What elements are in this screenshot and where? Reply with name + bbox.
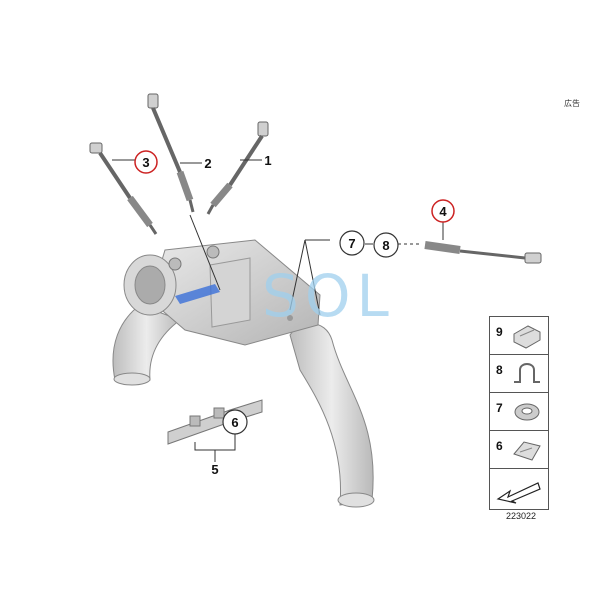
legend-item-9-label: 9 [496,325,503,339]
oxygen-sensor-2 [147,93,195,213]
legend-item-8-label: 8 [496,363,503,377]
legend-arrow [490,469,548,507]
ad-label: 広告 [564,99,580,108]
catalytic-converter [123,239,321,346]
parts-legend: 9 8 7 6 [489,316,549,510]
inlet-pipe [112,304,182,386]
drawing-number: 223022 [506,511,537,521]
callout-1-label[interactable]: 1 [264,153,271,168]
callout-6-label: 6 [231,415,238,430]
legend-item-6[interactable]: 6 [490,431,548,469]
callout-6[interactable]: 6 [222,409,248,435]
downpipe [289,323,375,508]
callout-8-label: 8 [382,238,389,253]
bracket-clamp-icon [514,363,540,383]
callout-5-label[interactable]: 5 [211,462,218,477]
grommet-icon [514,403,540,421]
oxygen-sensor-3 [89,142,158,235]
callout-7[interactable]: 7 [339,230,365,256]
callout-3[interactable]: 3 [134,150,158,174]
callout-7-label: 7 [348,236,355,251]
legend-item-6-label: 6 [496,439,503,453]
callout-8[interactable]: 8 [373,232,399,258]
callout-2-label[interactable]: 2 [204,156,211,171]
legend-item-7[interactable]: 7 [490,393,548,431]
legend-item-8[interactable]: 8 [490,355,548,393]
spring-nut-icon [513,441,541,461]
callout-3-label: 3 [142,155,149,170]
oxygen-sensor-4 [424,241,542,264]
arrow-icon [496,482,541,504]
callout-4[interactable]: 4 [431,199,455,223]
callout-4-label: 4 [439,204,447,219]
legend-item-9[interactable]: 9 [490,317,548,355]
watermark: SOL [262,262,395,330]
legend-item-7-label: 7 [496,401,503,415]
leader-lines [112,159,444,462]
clip-nut-icon [513,325,541,349]
